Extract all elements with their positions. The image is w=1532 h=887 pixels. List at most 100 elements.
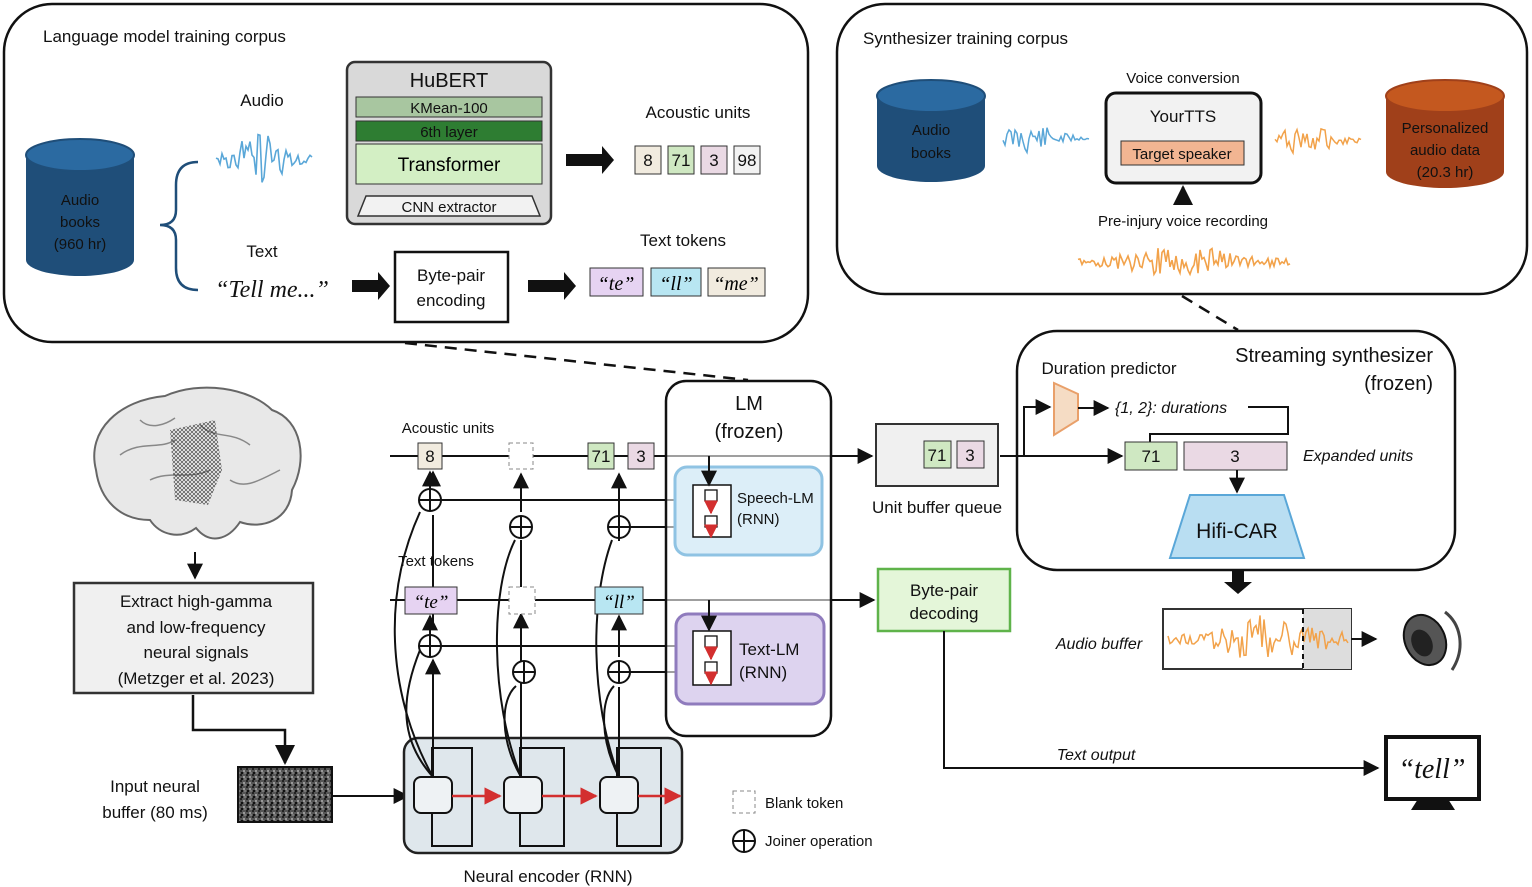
audio-buffer-waveform-icon bbox=[1167, 615, 1349, 658]
synth-corpus-title: Synthesizer training corpus bbox=[863, 29, 1068, 48]
rnn-cell bbox=[413, 776, 453, 814]
synth-db-line2: books bbox=[911, 145, 951, 162]
rnn-cell bbox=[503, 776, 543, 814]
yourtts-box: YourTTS Target speaker bbox=[1104, 91, 1263, 185]
unit-token-text: 71 bbox=[592, 447, 611, 466]
synth-audio-books-db-icon: Audio books bbox=[876, 79, 986, 182]
hubert-model: HuBERT KMean-100 6th layer Transformer C… bbox=[345, 60, 553, 226]
voice-conversion-label: Voice conversion bbox=[1126, 70, 1239, 87]
arrow-down-icon bbox=[1224, 570, 1252, 594]
unit-token bbox=[417, 442, 443, 470]
arrow-right-icon bbox=[352, 272, 390, 300]
unit-token: 98 bbox=[738, 151, 757, 170]
text-lm-line1: Text-LM bbox=[739, 640, 799, 659]
personalized-db-icon: Personalized audio data (20.3 hr) bbox=[1385, 79, 1505, 188]
unit-buffer-label: Unit buffer queue bbox=[872, 498, 1002, 517]
buffer-unit: 71 bbox=[928, 446, 947, 465]
unit-token bbox=[627, 442, 655, 470]
monitor-icon: “tell” bbox=[1384, 735, 1481, 810]
expanded-unit: 71 bbox=[1142, 447, 1161, 466]
audio-books-db-icon: Audio books (960 hr) bbox=[25, 138, 135, 276]
joiner-legend-icon bbox=[732, 829, 756, 853]
arrow-right-icon bbox=[566, 146, 614, 174]
streaming-synthesizer: Streaming synthesizer (frozen) Duration … bbox=[1000, 329, 1457, 572]
bpe-line1: Byte-pair bbox=[417, 266, 485, 285]
buffer-unit: 3 bbox=[965, 446, 974, 465]
audio-label: Audio bbox=[240, 91, 283, 110]
text-token bbox=[404, 586, 458, 615]
acoustic-units-row: 8 71 3 98 bbox=[634, 145, 761, 175]
target-speaker-label: Target speaker bbox=[1132, 146, 1231, 163]
neural-buffer-image bbox=[237, 766, 333, 823]
duration-predictor-label: Duration predictor bbox=[1041, 359, 1176, 378]
lm-frozen-box: LM (frozen) Speech-LM (RNN) Text-LM (RNN… bbox=[664, 379, 833, 738]
bpe-box: Byte-pair encoding bbox=[393, 250, 510, 324]
blank-token bbox=[508, 586, 536, 615]
durations-label: {1, 2}: durations bbox=[1115, 400, 1227, 417]
legend: Blank token Joiner operation bbox=[732, 790, 873, 853]
pre-injury-waveform-icon bbox=[1077, 247, 1291, 277]
text-token: “ll” bbox=[659, 273, 692, 295]
db-label-line3: (960 hr) bbox=[54, 236, 107, 253]
audio-buffer-label: Audio buffer bbox=[1055, 636, 1143, 653]
unit-token-text: 8 bbox=[425, 447, 434, 466]
unit-token-text: 3 bbox=[636, 447, 645, 466]
audio-waveform-icon bbox=[215, 133, 313, 183]
arrow-right-icon bbox=[528, 272, 576, 300]
text-output-label: Text output bbox=[1057, 747, 1136, 764]
hifi-label: Hifi-CAR bbox=[1196, 520, 1278, 543]
kmean-layer: KMean-100 bbox=[410, 100, 488, 117]
db-label-line1: Audio bbox=[61, 192, 99, 209]
expanded-unit: 3 bbox=[1230, 447, 1239, 466]
text-label: Text bbox=[246, 242, 277, 261]
text-token bbox=[594, 586, 644, 615]
blank-token-legend-icon bbox=[732, 790, 756, 814]
unit-token: 71 bbox=[672, 151, 691, 170]
rnn-cell bbox=[599, 776, 639, 814]
legend-blank: Blank token bbox=[765, 795, 843, 812]
personal-line1: Personalized bbox=[1402, 120, 1489, 137]
lm-label-line1: LM bbox=[735, 393, 763, 415]
extract-signals-box: Extract high-gamma and low-frequency neu… bbox=[72, 581, 315, 695]
expanded-units-label: Expanded units bbox=[1303, 448, 1413, 465]
joiner-icon bbox=[418, 634, 631, 684]
text-sample: “Tell me...” bbox=[215, 277, 329, 303]
text-token: “te” bbox=[598, 273, 635, 295]
duration-predictor-icon bbox=[1053, 381, 1079, 437]
text-token: “me” bbox=[713, 273, 759, 295]
yourtts-label: YourTTS bbox=[1150, 107, 1216, 126]
sixth-layer: 6th layer bbox=[420, 124, 478, 141]
synth-corpus-panel: Synthesizer training corpus Audio books … bbox=[835, 2, 1529, 296]
input-buffer-line2: buffer (80 ms) bbox=[102, 803, 208, 822]
audio-buffer-box bbox=[1162, 608, 1352, 670]
lm-corpus-panel: Language model training corpus Audio boo… bbox=[2, 2, 810, 344]
text-tokens-label: Text tokens bbox=[640, 231, 726, 250]
extract-line3: neural signals bbox=[144, 643, 249, 662]
dashed-connector bbox=[1181, 294, 1239, 332]
dashed-connector bbox=[404, 341, 749, 382]
output-word: “tell” bbox=[1399, 754, 1466, 785]
unit-token: 8 bbox=[643, 151, 652, 170]
encoder-label: Neural encoder (RNN) bbox=[463, 867, 632, 886]
unit-buffer-queue: 71 3 Unit buffer queue bbox=[872, 423, 1002, 517]
synth-title-line2: (frozen) bbox=[1364, 373, 1433, 395]
joiner-icon bbox=[418, 488, 631, 539]
extract-line1: Extract high-gamma bbox=[120, 592, 273, 611]
bpe-line2: encoding bbox=[416, 291, 485, 310]
hubert-title: HuBERT bbox=[410, 70, 489, 92]
personal-line2: audio data bbox=[1410, 142, 1481, 159]
unit-token bbox=[587, 442, 615, 470]
text-token-text: “ll” bbox=[603, 592, 635, 613]
cnn-extractor: CNN extractor bbox=[401, 199, 496, 216]
acoustic-units-label: Acoustic units bbox=[646, 103, 751, 122]
bpd-box: Byte-pair decoding bbox=[876, 567, 1012, 633]
pre-injury-label: Pre-injury voice recording bbox=[1098, 213, 1268, 230]
brain-icon bbox=[93, 386, 302, 540]
speech-lm-line1: Speech-LM bbox=[737, 490, 814, 507]
audio-waveform-icon bbox=[1002, 127, 1090, 155]
hifi-car-box bbox=[1168, 494, 1306, 559]
converted-waveform-icon bbox=[1274, 127, 1362, 156]
lm-label-line2: (frozen) bbox=[715, 421, 784, 443]
speaker-icon bbox=[1402, 610, 1462, 671]
